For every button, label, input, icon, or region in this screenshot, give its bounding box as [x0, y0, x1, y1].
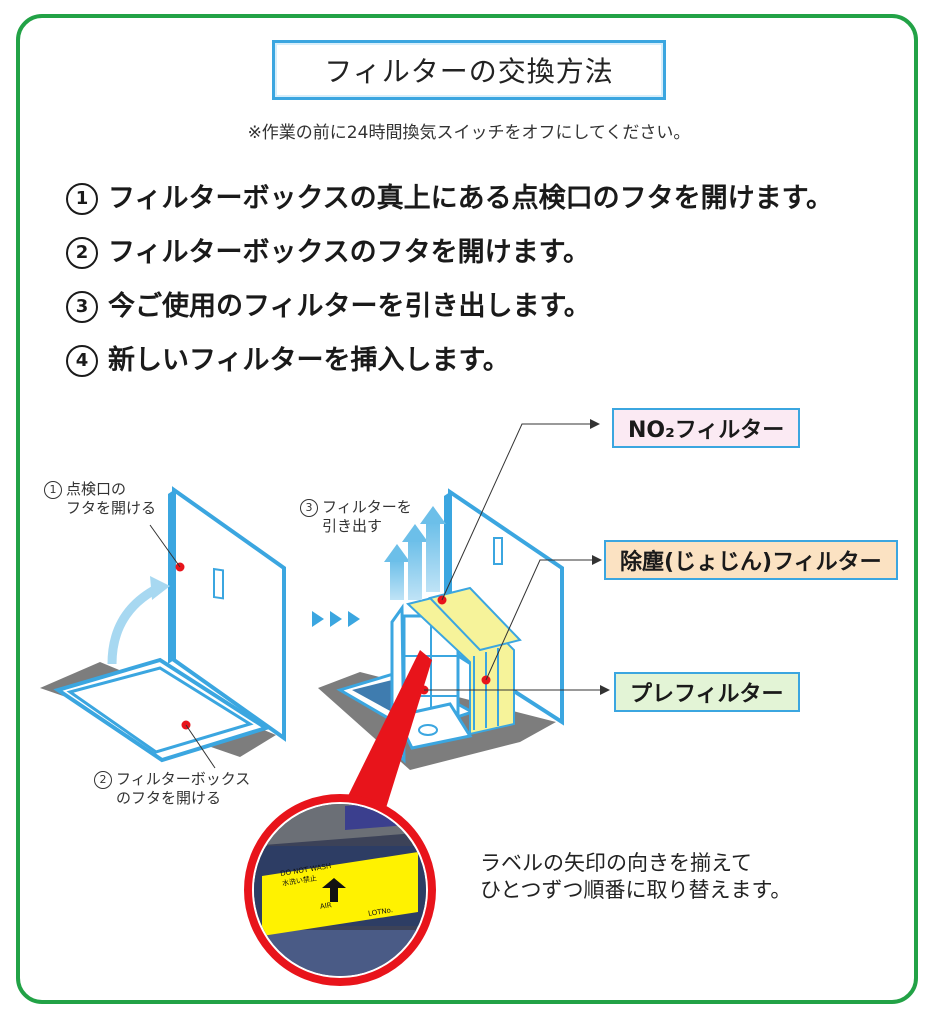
zoom-caption: ラベルの矢印の向きを揃えて ひとつずつ順番に取り替えます。	[480, 850, 791, 904]
zoom-callout	[244, 650, 436, 986]
step-text: フィルターボックスの真上にある点検口のフタを開けます。	[108, 183, 833, 214]
pull-arrow-head	[402, 524, 428, 542]
dust-leader-line	[485, 559, 592, 681]
leader-line	[149, 524, 181, 568]
label-line: フィルターを	[322, 498, 412, 516]
yellow-label-sticker	[262, 852, 418, 936]
caption-line: ラベルの矢印の向きを揃えて	[480, 851, 752, 875]
page-title: フィルターの交換方法	[324, 55, 614, 88]
step-number: 1	[66, 183, 98, 215]
step-text: フィルターボックスのフタを開けます。	[108, 237, 590, 268]
step-text: 今ご使用のフィルターを引き出します。	[108, 291, 591, 322]
pre-filter-label: プレフィルター	[614, 672, 800, 712]
lid-handle-slot	[493, 537, 503, 565]
step-number: 3	[66, 291, 98, 323]
step-4: 4 新しいフィルターを挿入します。	[66, 338, 510, 377]
label-number: 1	[44, 481, 62, 499]
pull-arrow-head	[420, 506, 446, 524]
left-filter-box	[40, 486, 286, 769]
box-lid-inner	[66, 666, 254, 754]
label-number: 2	[94, 771, 112, 789]
step-1: 1 フィルターボックスの真上にある点検口のフタを開けます。	[66, 176, 833, 215]
step-text: 新しいフィルターを挿入します。	[108, 345, 510, 376]
step-2: 2 フィルターボックスのフタを開けます。	[66, 230, 590, 269]
leader-line	[185, 724, 216, 769]
step-number: 2	[66, 237, 98, 269]
dust-filter-label: 除塵(じょじん)フィルター	[604, 540, 898, 580]
open-lid-arrow	[107, 584, 161, 665]
right-filter-box	[318, 419, 610, 770]
zoom-pointer	[346, 650, 432, 808]
step-number: 4	[66, 345, 98, 377]
title-box: フィルターの交換方法	[272, 40, 666, 100]
pull-arrow-shaft	[408, 540, 422, 600]
label-line: 点検口の	[66, 480, 127, 498]
drain-hole	[418, 724, 438, 736]
warning-note: ※作業の前に24時間換気スイッチをオフにしてください。	[247, 123, 691, 143]
no2-filter-label: NO₂フィルター	[612, 408, 801, 448]
pull-arrow-head	[384, 544, 410, 562]
no2-filter-top	[428, 586, 522, 652]
step-3: 3 今ご使用のフィルターを引き出します。	[66, 284, 591, 323]
lid-handle-slot	[213, 567, 224, 600]
pull-arrow-shaft	[426, 522, 440, 592]
label-line: フタを開ける	[66, 499, 157, 517]
airflow-arrow-icon	[322, 878, 346, 902]
caption-line: ひとつずつ順番に取り替えます。	[480, 878, 792, 902]
label-line: のフタを開ける	[116, 789, 222, 807]
triangle-arrow-icon	[348, 611, 360, 627]
pull-arrow-shaft	[390, 560, 404, 600]
label-number: 3	[300, 499, 318, 517]
inspection-lid-edge	[168, 490, 174, 664]
label-line: フィルターボックス	[116, 770, 251, 788]
no2-leader-line	[441, 423, 590, 601]
triangle-arrow-icon	[330, 611, 342, 627]
label-line: 引き出す	[322, 517, 383, 535]
open-lid-arrowhead	[150, 576, 170, 600]
progress-arrows	[312, 611, 360, 627]
triangle-arrow-icon	[312, 611, 324, 627]
